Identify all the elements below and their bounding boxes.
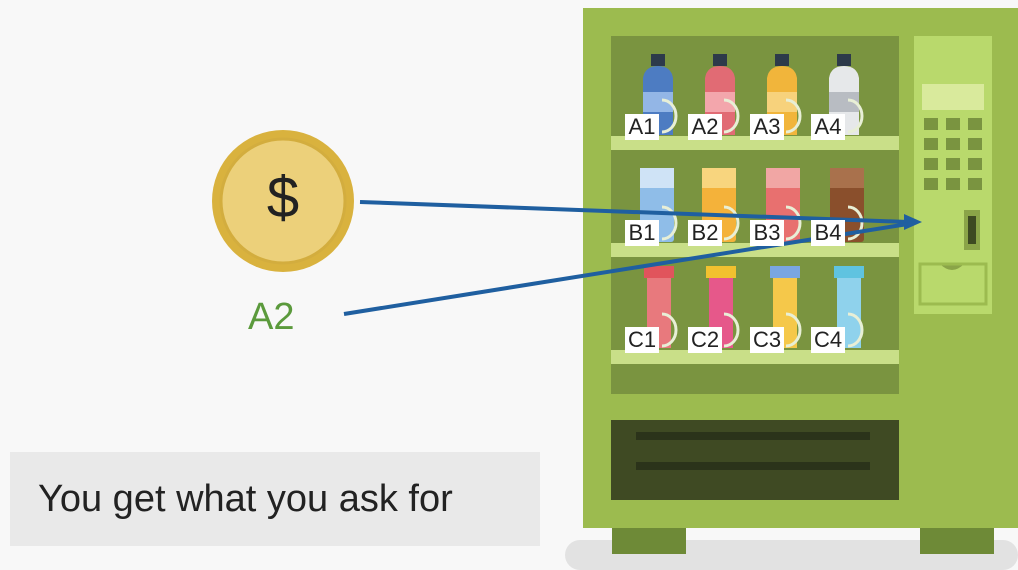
- slot-label: B4: [811, 220, 845, 246]
- spiral-coils: [661, 98, 864, 348]
- panel-display: [922, 84, 984, 110]
- slot-label: C2: [688, 327, 722, 353]
- control-panel: [914, 36, 992, 314]
- slot-label: B3: [750, 220, 784, 246]
- slot-label: C3: [750, 327, 784, 353]
- coin-arrow-head: [904, 214, 922, 230]
- slot-label: C1: [625, 327, 659, 353]
- slot-label: C4: [811, 327, 845, 353]
- slot-label: A3: [750, 114, 784, 140]
- slot-label: A1: [625, 114, 659, 140]
- keypad: [924, 118, 982, 190]
- slot-label: B1: [625, 220, 659, 246]
- slot-label: A2: [688, 114, 722, 140]
- shelf-c: [611, 350, 899, 364]
- selection-code-label: A2: [248, 296, 295, 338]
- coin-symbol: $: [266, 165, 300, 230]
- caption-text: You get what you ask for: [38, 478, 453, 520]
- machine-leg-left: [612, 524, 686, 554]
- slot-label: A4: [811, 114, 845, 140]
- coin-arrow: [359, 200, 909, 224]
- caption-box: [10, 452, 540, 546]
- slot-label: B2: [688, 220, 722, 246]
- machine-leg-right: [920, 524, 994, 554]
